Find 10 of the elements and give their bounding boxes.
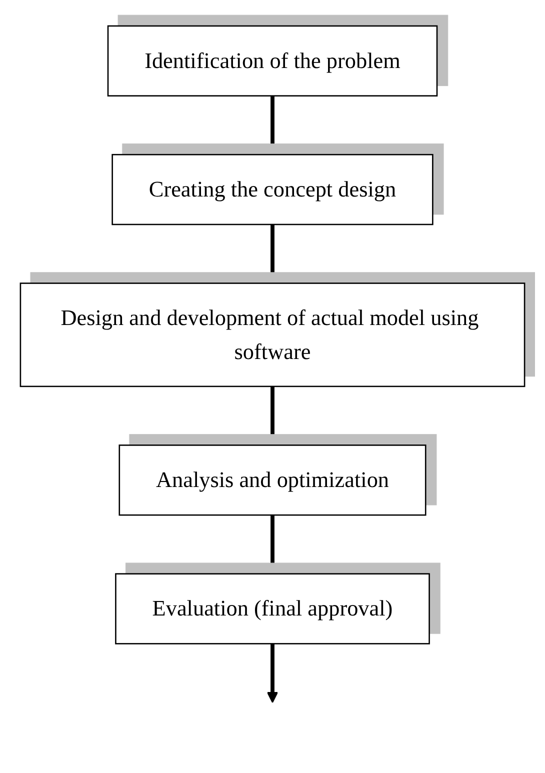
arrow	[266, 96, 278, 156]
arrow	[266, 515, 278, 574]
node-box: Creating the concept design	[112, 154, 434, 226]
arrow	[266, 644, 278, 703]
node-box: Identification of the problem	[107, 25, 438, 96]
arrow	[266, 224, 278, 284]
node-box: Design and development of actual model using software	[20, 282, 526, 388]
node-box: Evaluation (final approval)	[115, 573, 430, 644]
arrow	[266, 386, 278, 446]
node-box: Analysis and optimization	[118, 444, 426, 516]
